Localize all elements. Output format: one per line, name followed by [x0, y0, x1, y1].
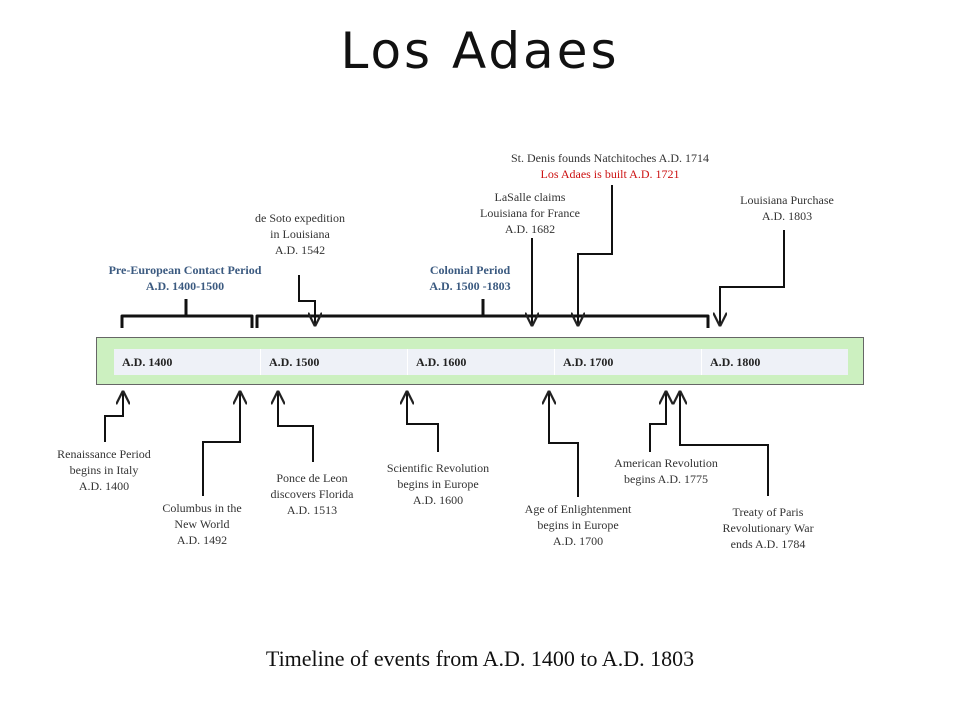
connector-louisiana-purchase [720, 230, 785, 325]
event-line: A.D. 1700 [552, 534, 604, 548]
event-line: in Louisiana [270, 227, 330, 241]
event-line: begins in Europe [537, 518, 619, 532]
event-line: Renaissance Period [57, 447, 151, 461]
event-treaty-of-paris: Treaty of Paris Revolutionary War ends A… [704, 504, 832, 552]
timeline-cell-1400: A.D. 1400 [114, 349, 261, 375]
event-line: Scientific Revolution [386, 461, 490, 475]
event-line: A.D. 1492 [176, 533, 228, 547]
figure-caption: Timeline of events from A.D. 1400 to A.D… [265, 646, 695, 671]
event-scientific-revolution: Scientific Revolution begins in Europe A… [370, 460, 506, 508]
connector-treaty [680, 392, 769, 496]
event-st-denis: St. Denis founds Natchitoches A.D. 1714 … [478, 150, 742, 182]
event-american-revolution: American Revolution begins A.D. 1775 [592, 455, 740, 487]
period-range: A.D. 1500 -1803 [429, 279, 511, 293]
event-line: begins A.D. 1775 [624, 472, 708, 486]
connector-american-revolution [649, 392, 666, 452]
connector-scientific [407, 392, 439, 452]
event-line: Louisiana Purchase [740, 193, 834, 207]
event-line: LaSalle claims [494, 190, 566, 204]
event-columbus: Columbus in the New World A.D. 1492 [142, 500, 262, 548]
connector-de-soto [298, 275, 315, 325]
page-title: Los Adaes [340, 22, 620, 80]
event-line: A.D. 1400 [78, 479, 130, 493]
period-name: Pre-European Contact Period [108, 263, 262, 277]
event-line: Louisiana for France [480, 206, 580, 220]
event-line: A.D. 1513 [286, 503, 338, 517]
event-line: Age of Enlightenment [524, 502, 632, 516]
event-line: St. Denis founds Natchitoches A.D. 1714 [511, 151, 709, 165]
brace-colonial [255, 299, 710, 328]
event-lasalle: LaSalle claims Louisiana for France A.D.… [462, 189, 598, 237]
event-line: Columbus in the [162, 501, 242, 515]
event-line: A.D. 1682 [504, 222, 556, 236]
timeline-cells: A.D. 1400 A.D. 1500 A.D. 1600 A.D. 1700 … [114, 349, 848, 375]
brace-pre-european [120, 299, 254, 328]
event-line: begins in Italy [69, 463, 139, 477]
connector-ponce [278, 392, 314, 462]
event-line: discovers Florida [270, 487, 354, 501]
event-line: American Revolution [614, 456, 718, 470]
event-line: A.D. 1542 [274, 243, 326, 257]
event-ponce-de-leon: Ponce de Leon discovers Florida A.D. 151… [250, 470, 374, 518]
event-line: A.D. 1600 [412, 493, 464, 507]
connector-renaissance [104, 392, 123, 442]
event-line: de Soto expedition [255, 211, 345, 225]
event-age-of-enlightenment: Age of Enlightenment begins in Europe A.… [508, 501, 648, 549]
event-louisiana-purchase: Louisiana Purchase A.D. 1803 [722, 192, 852, 224]
event-line: ends A.D. 1784 [730, 537, 806, 551]
timeline-cell-1500: A.D. 1500 [261, 349, 408, 375]
period-label-colonial: Colonial Period A.D. 1500 -1803 [400, 262, 540, 294]
timeline-cell-1800: A.D. 1800 [702, 349, 848, 375]
event-line: Revolutionary War [722, 521, 814, 535]
timeline-cell-1700: A.D. 1700 [555, 349, 702, 375]
period-range: A.D. 1400-1500 [145, 279, 225, 293]
connector-enlightenment [549, 392, 579, 497]
event-line: A.D. 1803 [761, 209, 813, 223]
event-line: Ponce de Leon [276, 471, 348, 485]
event-line: begins in Europe [397, 477, 479, 491]
connector-st-denis [578, 185, 613, 325]
event-highlight-los-adaes: Los Adaes is built A.D. 1721 [540, 167, 680, 181]
period-name: Colonial Period [429, 263, 511, 277]
event-renaissance: Renaissance Period begins in Italy A.D. … [40, 446, 168, 494]
event-line: New World [174, 517, 230, 531]
timeline-cell-1600: A.D. 1600 [408, 349, 555, 375]
connector-columbus [202, 392, 240, 496]
event-de-soto: de Soto expedition in Louisiana A.D. 154… [236, 210, 364, 258]
period-label-pre-european: Pre-European Contact Period A.D. 1400-15… [80, 262, 290, 294]
event-line: Treaty of Paris [732, 505, 804, 519]
